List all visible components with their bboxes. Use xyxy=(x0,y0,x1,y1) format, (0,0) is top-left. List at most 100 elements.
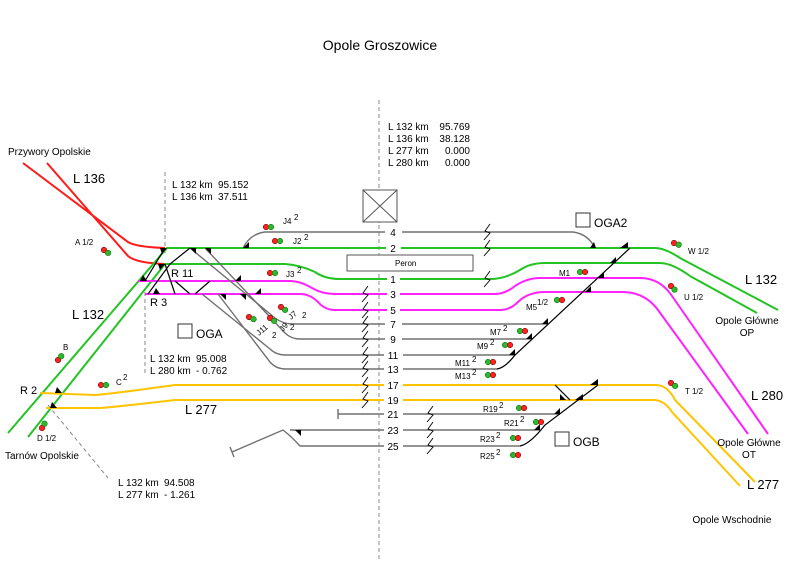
svg-text:2: 2 xyxy=(302,311,307,320)
destination-przywory: Przywory Opolskie xyxy=(8,147,91,158)
tracks-7-13-right xyxy=(413,323,548,370)
platform xyxy=(346,254,474,272)
track-4-right xyxy=(413,231,596,249)
svg-text:2: 2 xyxy=(490,338,495,347)
svg-text:M5: M5 xyxy=(526,303,538,312)
junction-r11: R 11 xyxy=(171,268,193,280)
svg-text:95.008: 95.008 xyxy=(196,354,227,365)
svg-text:R23: R23 xyxy=(480,435,495,444)
tracks-23-25-left xyxy=(231,429,372,453)
tracks-21-25-right xyxy=(338,413,560,447)
destination-op-code: OP xyxy=(740,328,755,339)
svg-text:J4: J4 xyxy=(283,217,292,226)
junction-r2: R 2 xyxy=(20,385,37,397)
box-oga-label: OGA xyxy=(196,327,223,341)
svg-text:B: B xyxy=(63,343,68,352)
svg-text:R21: R21 xyxy=(504,419,519,428)
svg-text:7: 7 xyxy=(390,320,396,331)
svg-text:R19: R19 xyxy=(483,405,498,414)
svg-text:L 136 km: L 136 km xyxy=(172,192,213,203)
colored-stubs xyxy=(372,247,413,401)
track-stubs xyxy=(372,231,413,447)
svg-text:2: 2 xyxy=(472,368,477,377)
svg-text:13: 13 xyxy=(387,365,399,376)
svg-text:M13: M13 xyxy=(455,372,471,381)
svg-text:95.152: 95.152 xyxy=(218,180,249,191)
signal-m5: M51/2 xyxy=(526,296,566,312)
svg-text:J3: J3 xyxy=(286,270,295,279)
signal-m1: M1 xyxy=(559,268,589,278)
svg-text:2: 2 xyxy=(496,431,501,440)
svg-text:J7: J7 xyxy=(287,309,300,322)
destination-ot-code: OT xyxy=(742,450,756,461)
signal-u: U 1/2 xyxy=(666,281,704,302)
svg-text:9: 9 xyxy=(390,335,396,346)
line-label-l136: L 136 xyxy=(73,171,105,186)
svg-text:4: 4 xyxy=(390,228,396,239)
destination-ot-name: Opole Główne xyxy=(717,438,781,449)
box-oga-icon xyxy=(177,323,193,339)
svg-text:W 1/2: W 1/2 xyxy=(688,247,709,256)
svg-text:L 280 km: L 280 km xyxy=(150,366,191,377)
svg-text:A 1/2: A 1/2 xyxy=(75,238,94,247)
svg-text:2: 2 xyxy=(499,401,504,410)
svg-text:2: 2 xyxy=(496,448,501,457)
svg-text:R25: R25 xyxy=(480,452,495,461)
svg-text:0.000: 0.000 xyxy=(445,158,470,169)
svg-text:M11: M11 xyxy=(455,359,471,368)
level-crossing-icon xyxy=(362,189,398,223)
svg-text:1/2: 1/2 xyxy=(537,298,549,307)
box-ogb-label: OGB xyxy=(573,435,600,449)
svg-text:- 0.762: - 0.762 xyxy=(196,366,228,377)
svg-text:2: 2 xyxy=(297,266,302,275)
svg-text:37.511: 37.511 xyxy=(218,192,248,203)
svg-text:11: 11 xyxy=(388,351,399,362)
svg-text:M9: M9 xyxy=(477,342,489,351)
signal-a: A 1/2 xyxy=(75,238,113,258)
line-label-l280-right: L 280 xyxy=(751,388,783,403)
line-label-l132-right: L 132 xyxy=(745,272,777,287)
svg-text:L 277 km: L 277 km xyxy=(118,490,159,501)
svg-text:J2: J2 xyxy=(293,237,302,246)
svg-text:5: 5 xyxy=(390,306,396,317)
track-3-right xyxy=(413,277,769,435)
track-9-left xyxy=(204,247,372,340)
line-label-l277-right: L 277 xyxy=(747,477,779,492)
svg-text:38.128: 38.128 xyxy=(439,134,470,145)
track-17-left xyxy=(39,384,372,397)
svg-text:25: 25 xyxy=(387,442,399,453)
buffer-stop xyxy=(229,446,235,458)
svg-text:L 132 km: L 132 km xyxy=(118,478,159,489)
line-label-l132-left: L 132 xyxy=(72,307,104,322)
line-label-l277-left: L 277 xyxy=(185,402,217,417)
svg-text:23: 23 xyxy=(387,426,399,437)
track-19-right xyxy=(413,399,741,487)
svg-text:U 1/2: U 1/2 xyxy=(684,293,704,302)
destination-wschodnie: Opole Wschodnie xyxy=(693,515,772,526)
junction-r3: R 3 xyxy=(150,297,167,309)
platform-label: Peron xyxy=(395,259,416,268)
km-marker-line xyxy=(47,404,109,479)
svg-text:J9: J9 xyxy=(278,321,291,334)
ladder-right xyxy=(496,247,631,370)
track-7-left xyxy=(189,247,372,325)
signal-t: T 1/2 xyxy=(666,378,704,396)
svg-text:19: 19 xyxy=(387,396,399,407)
track-13-left xyxy=(217,293,372,370)
track-1-right xyxy=(413,262,758,314)
svg-text:95.769: 95.769 xyxy=(439,122,470,133)
svg-text:2: 2 xyxy=(503,324,508,333)
